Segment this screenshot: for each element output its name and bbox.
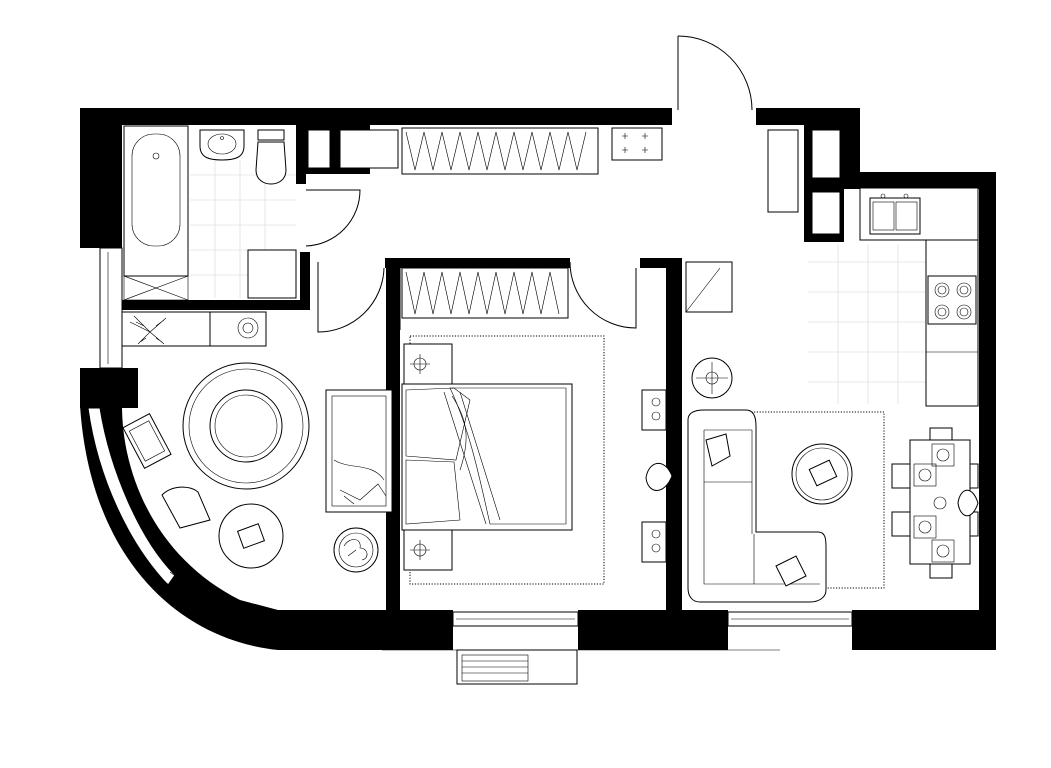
- wardrobe-hall-hangers-lines: [405, 131, 587, 171]
- daybed: [325, 389, 393, 513]
- plant-box: [121, 311, 211, 347]
- wardrobe-bedroom: [401, 267, 569, 319]
- washing-machine: [247, 249, 297, 299]
- shoe-cabinet: [611, 127, 663, 161]
- shafts: [307, 129, 841, 235]
- dining-chair-1: [929, 427, 953, 441]
- kitchen: [808, 187, 979, 407]
- armchair-left: [122, 412, 172, 470]
- niche-box-3: [767, 129, 799, 213]
- sofa-pillow-1: [705, 433, 731, 467]
- wardrobe-hall-hangers: [405, 131, 587, 171]
- windows: [87, 247, 853, 685]
- shaft-box-1: [811, 129, 841, 179]
- round-table: [209, 389, 283, 463]
- wall-curved: [80, 405, 278, 650]
- wall-bottom-right: [852, 610, 996, 650]
- wall-bottom-left: [278, 610, 453, 650]
- hallway-wardrobe: [401, 127, 663, 175]
- wall-bedroom-left: [386, 258, 400, 610]
- wall-bedroom-top: [385, 258, 570, 268]
- wall-top-kitchen: [843, 172, 996, 189]
- coffee-table-book: [808, 459, 838, 487]
- wall-top-left: [80, 108, 672, 125]
- dining-centerpiece: [933, 496, 947, 510]
- wall-bedroom-right: [666, 258, 682, 610]
- bedroom: [401, 267, 605, 585]
- desk-chair: [161, 486, 211, 529]
- bathroom: [123, 125, 297, 301]
- niche-box-1: [307, 129, 331, 169]
- dining-chair-4: [891, 511, 911, 537]
- wardrobe-bedroom-hangers: [405, 271, 560, 315]
- kitchen-door: [685, 261, 733, 313]
- tv-console: [641, 389, 673, 563]
- wall-top-right: [756, 108, 860, 125]
- bedroom-door-swing: [569, 261, 637, 329]
- dining-tv: [957, 489, 979, 517]
- walls: [80, 108, 996, 650]
- bathtub: [123, 125, 189, 277]
- wall-right: [979, 172, 996, 650]
- bath-sink: [199, 129, 245, 161]
- living-door-swing: [317, 262, 385, 333]
- lounge: [687, 357, 979, 603]
- wall-left-lower: [80, 368, 138, 408]
- wall-bottom-mid: [578, 610, 728, 650]
- book-icon: [236, 523, 266, 549]
- entrance-door-swing: [677, 35, 753, 111]
- double-bed: [401, 383, 573, 531]
- console-upper: [641, 389, 667, 431]
- wall-bedroom-topright: [640, 258, 682, 268]
- wardrobe-bedroom-hangers-lines: [405, 271, 560, 315]
- bath-door-swing: [305, 189, 361, 247]
- wardrobe-hall: [401, 127, 599, 175]
- wall-bath-stub: [300, 252, 310, 310]
- dining-chair-6: [969, 511, 979, 537]
- shaft-box-2: [811, 191, 841, 235]
- dining-chair-5: [969, 463, 979, 489]
- console-lower: [641, 521, 667, 563]
- window-curved: [87, 407, 176, 586]
- dining-chair-3: [891, 463, 911, 489]
- kitchen-tiles: [808, 244, 928, 404]
- dining-chair-2: [929, 563, 953, 579]
- living-room: [121, 311, 393, 573]
- kitchen-sink: [869, 197, 921, 235]
- toilet-bowl: [255, 141, 287, 185]
- doors: [305, 35, 753, 333]
- plant-icon: [129, 315, 167, 345]
- tv-screen: [645, 463, 673, 491]
- wall-left-upper: [80, 108, 122, 248]
- bathtub-step: [123, 275, 189, 301]
- wall-bath-bottom: [122, 300, 308, 310]
- niche-box-2: [339, 129, 399, 169]
- wall-right-notch: [843, 108, 860, 188]
- sofa-pillow-2: [775, 555, 807, 587]
- window-left: [99, 247, 123, 369]
- toilet-tank: [257, 129, 285, 141]
